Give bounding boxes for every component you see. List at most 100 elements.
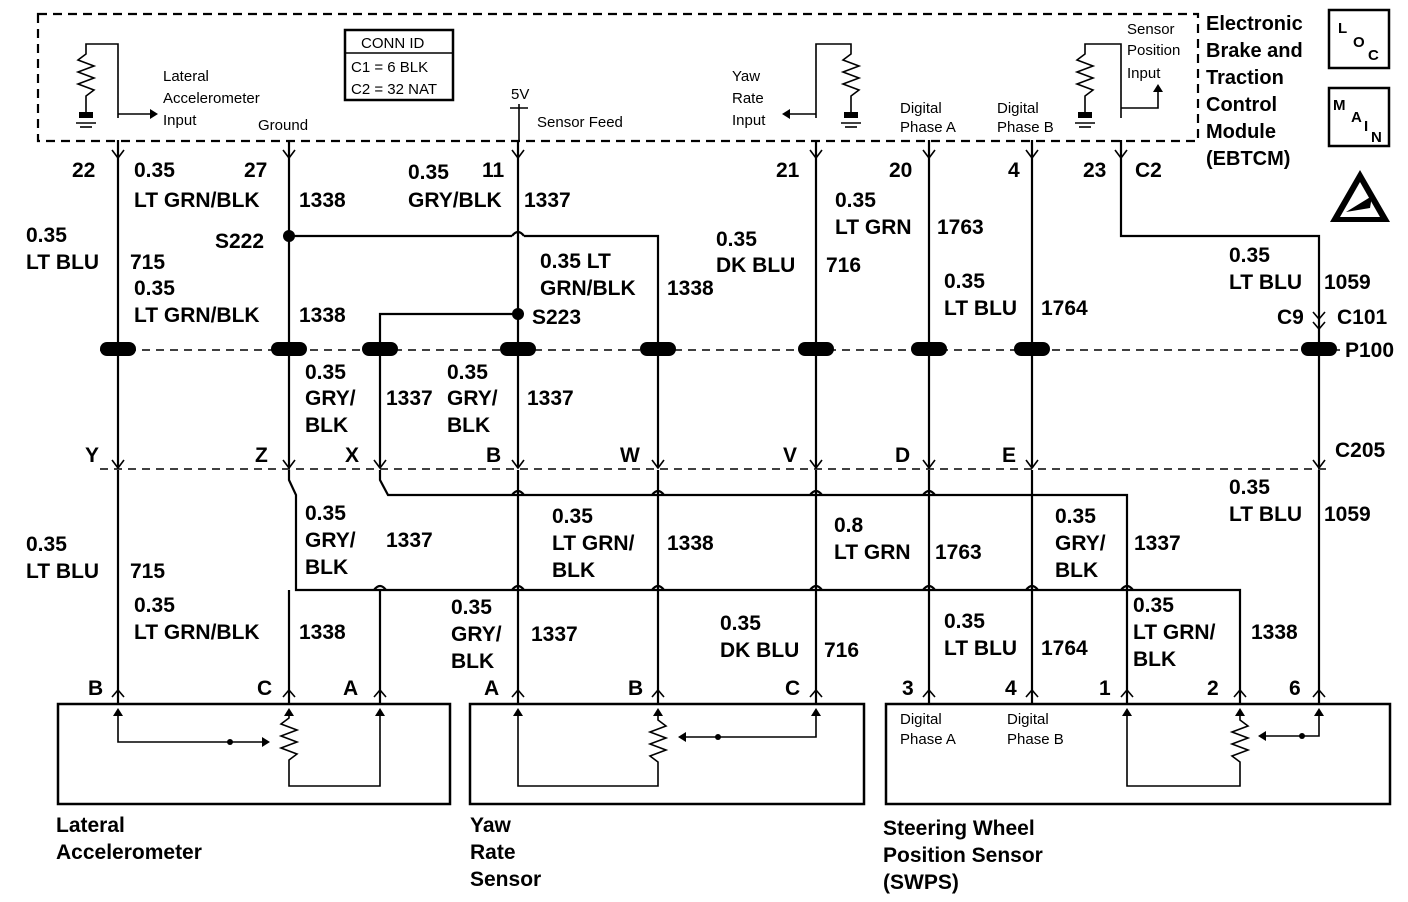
gry-right-color1: GRY/	[1055, 532, 1106, 555]
dk-blu-color: DK BLU	[720, 639, 799, 662]
c205-pin-v: V	[783, 444, 797, 467]
conn-id-box: CONN ID C1 = 6 BLK C2 = 32 NAT	[343, 28, 455, 102]
lat-pin-c: C	[257, 677, 272, 700]
lateral-accelerometer: B C A Lateral Accelerometer	[56, 677, 452, 864]
w4-gauge: 0.35	[944, 270, 985, 293]
c205-label: C205	[1335, 439, 1386, 462]
w22-circuit: 715	[130, 251, 165, 274]
lateral-input-label-1: Lateral	[163, 68, 209, 85]
c205-1059-gauge: 0.35	[1229, 476, 1270, 499]
swps-digital-a-1: Digital	[900, 711, 942, 728]
swps-digital-a-2: Phase A	[900, 731, 956, 748]
swps-digital-b-2: Phase B	[1007, 731, 1064, 748]
lt-grn-circuit: 1763	[935, 541, 982, 564]
sensor-pos-label-2: Position	[1127, 42, 1180, 59]
swps-pin-6: 6	[1289, 677, 1301, 700]
c205-1059-color: LT BLU	[1229, 503, 1302, 526]
sensor-pos-label-1: Sensor	[1127, 21, 1175, 38]
w27b-color: LT GRN/BLK	[134, 304, 260, 327]
swps-name-3: (SWPS)	[883, 871, 959, 894]
lat-1338-circuit: 1338	[299, 621, 346, 644]
lat-715-color: LT BLU	[26, 560, 99, 583]
c205-pin-e: E	[1002, 444, 1016, 467]
steering-wheel-position-sensor: 3 4 1 2 6 Digital Phase A Digital Phase …	[883, 677, 1392, 894]
swps-name-2: Position Sensor	[883, 844, 1043, 867]
c205-pin-x: X	[345, 444, 359, 467]
lat-715-gauge: 0.35	[26, 533, 67, 556]
c205-pin-d: D	[895, 444, 910, 467]
lat-name-1: Lateral	[56, 814, 125, 837]
module-title-2: Brake and	[1206, 40, 1303, 62]
yaw-input-label-2: Rate	[732, 90, 764, 107]
esd-warning-icon	[1330, 170, 1390, 222]
yaw-pin-b: B	[628, 677, 643, 700]
ebtcm-module: Electronic Brake and Traction Control Mo…	[36, 12, 1303, 170]
digital-b-label-1: Digital	[997, 100, 1039, 117]
w21-circuit: 716	[826, 254, 861, 277]
gry-right-gauge: 0.35	[1055, 505, 1096, 528]
s223-label: S223	[532, 306, 581, 329]
digital-a-label-2: Phase A	[900, 119, 956, 136]
p100-connectors	[100, 342, 1337, 356]
grn-center-color2: BLK	[552, 559, 595, 582]
w20-color: LT GRN	[835, 216, 912, 239]
x-wire-gauge: 0.35	[305, 361, 346, 384]
loc-letter-c: C	[1368, 47, 1379, 64]
swps-pin-1: 1	[1099, 677, 1111, 700]
w22-color: LT BLU	[26, 251, 99, 274]
gry-left-color1: GRY/	[305, 529, 356, 552]
splice-mid-circuit: 1338	[667, 277, 714, 300]
lat-1338-gauge: 0.35	[134, 594, 175, 617]
module-terminals	[111, 149, 1128, 160]
b-wire-color1: GRY/	[447, 387, 498, 410]
lat-pin-b: B	[88, 677, 103, 700]
splice-mid-color: GRN/BLK	[540, 277, 636, 300]
loc-icon[interactable]: L O C	[1327, 8, 1391, 70]
p100-label: P100	[1345, 339, 1394, 362]
gry-right-circuit: 1337	[1134, 532, 1181, 555]
grn-center-color1: LT GRN/	[552, 532, 635, 555]
lt-grn-gauge: 0.8	[834, 514, 864, 537]
b-wire-color2: BLK	[447, 414, 490, 437]
w27b-circuit: 1338	[299, 304, 346, 327]
lt-grn-color: LT GRN	[834, 541, 911, 564]
swps-1338-gauge: 0.35	[1133, 594, 1174, 617]
w11-gauge: 0.35	[408, 161, 449, 184]
dk-blu-gauge: 0.35	[720, 612, 761, 635]
sensor-feed-circuit: 5V Sensor Feed	[510, 86, 623, 140]
yaw-input-label-1: Yaw	[732, 68, 760, 85]
w4-circuit: 1764	[1041, 297, 1088, 320]
swps-digital-b-1: Digital	[1007, 711, 1049, 728]
w21-gauge: 0.35	[716, 228, 757, 251]
module-title-6: (EBTCM)	[1206, 148, 1290, 170]
pin-22: 22	[72, 159, 95, 182]
grn-center-gauge: 0.35	[552, 505, 593, 528]
w11-circuit: 1337	[524, 189, 571, 212]
lower-wiring	[116, 470, 1321, 690]
c205-pin-w: W	[620, 444, 640, 467]
pin-23: 23	[1083, 159, 1106, 182]
swps-pin-2: 2	[1207, 677, 1219, 700]
module-title-3: Traction	[1206, 67, 1284, 89]
w11-color: GRY/BLK	[408, 189, 502, 212]
yaw-1337-circuit: 1337	[531, 623, 578, 646]
lat-name-2: Accelerometer	[56, 841, 202, 864]
x-wire-color1: GRY/	[305, 387, 356, 410]
digital-b-label-2: Phase B	[997, 119, 1054, 136]
c101-label: C101	[1337, 306, 1388, 329]
lt-blu-1764-circuit: 1764	[1041, 637, 1088, 660]
sensor-position-circuit: Sensor Position Input	[1074, 21, 1180, 128]
pin-20: 20	[889, 159, 912, 182]
yaw-name-2: Rate	[470, 841, 516, 864]
yaw-1337-color1: GRY/	[451, 623, 502, 646]
swps-1338-color2: BLK	[1133, 648, 1176, 671]
main-icon[interactable]: M A I N	[1327, 86, 1391, 148]
lateral-input-label-2: Accelerometer	[163, 90, 260, 107]
conn-id-title: CONN ID	[361, 35, 425, 52]
ground-label: Ground	[258, 117, 308, 134]
module-title-5: Module	[1206, 121, 1276, 143]
main-letter-m: M	[1333, 97, 1346, 114]
c205-1059-circuit: 1059	[1324, 503, 1371, 526]
five-v-label: 5V	[511, 86, 529, 103]
